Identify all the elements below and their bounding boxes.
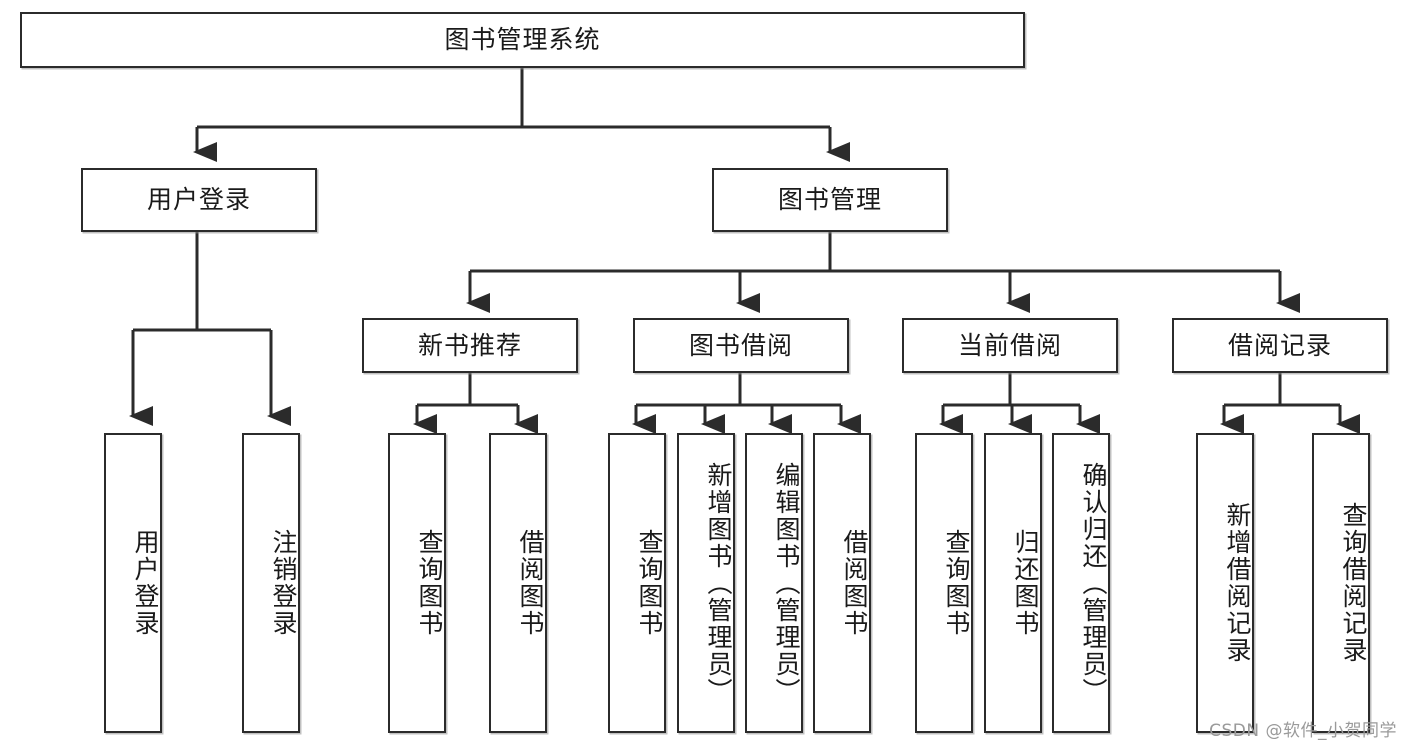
- leaf-current-query-books[interactable]: 查询图书: [915, 433, 973, 733]
- node-book-borrowing[interactable]: 图书借阅: [633, 318, 849, 373]
- leaf-records-query-borrow-record[interactable]: 查询借阅记录: [1312, 433, 1370, 733]
- node-borrowing-records[interactable]: 借阅记录: [1172, 318, 1388, 373]
- node-new-book-recommendation[interactable]: 新书推荐: [362, 318, 578, 373]
- leaf-user-login-signout[interactable]: 注销登录: [242, 433, 300, 733]
- node-root-book-management-system[interactable]: 图书管理系统: [20, 12, 1025, 68]
- leaf-new-book-borrow-books[interactable]: 借阅图书: [489, 433, 547, 733]
- node-current-borrowing[interactable]: 当前借阅: [902, 318, 1118, 373]
- node-user-login[interactable]: 用户登录: [81, 168, 317, 232]
- leaf-borrow-edit-book-admin[interactable]: 编辑图书（管理员）: [745, 433, 803, 733]
- leaf-current-confirm-return-admin[interactable]: 确认归还（管理员）: [1052, 433, 1110, 733]
- leaf-borrow-add-book-admin[interactable]: 新增图书（管理员）: [677, 433, 735, 733]
- node-book-management[interactable]: 图书管理: [712, 168, 948, 232]
- leaf-borrow-borrow-books[interactable]: 借阅图书: [813, 433, 871, 733]
- leaf-records-add-borrow-record[interactable]: 新增借阅记录: [1196, 433, 1254, 733]
- watermark-text: CSDN @软件_小贺同学: [1209, 721, 1397, 741]
- leaf-borrow-query-books[interactable]: 查询图书: [608, 433, 666, 733]
- leaf-current-return-books[interactable]: 归还图书: [984, 433, 1042, 733]
- leaf-user-login-signin[interactable]: 用户登录: [104, 433, 162, 733]
- leaf-new-book-query-books[interactable]: 查询图书: [388, 433, 446, 733]
